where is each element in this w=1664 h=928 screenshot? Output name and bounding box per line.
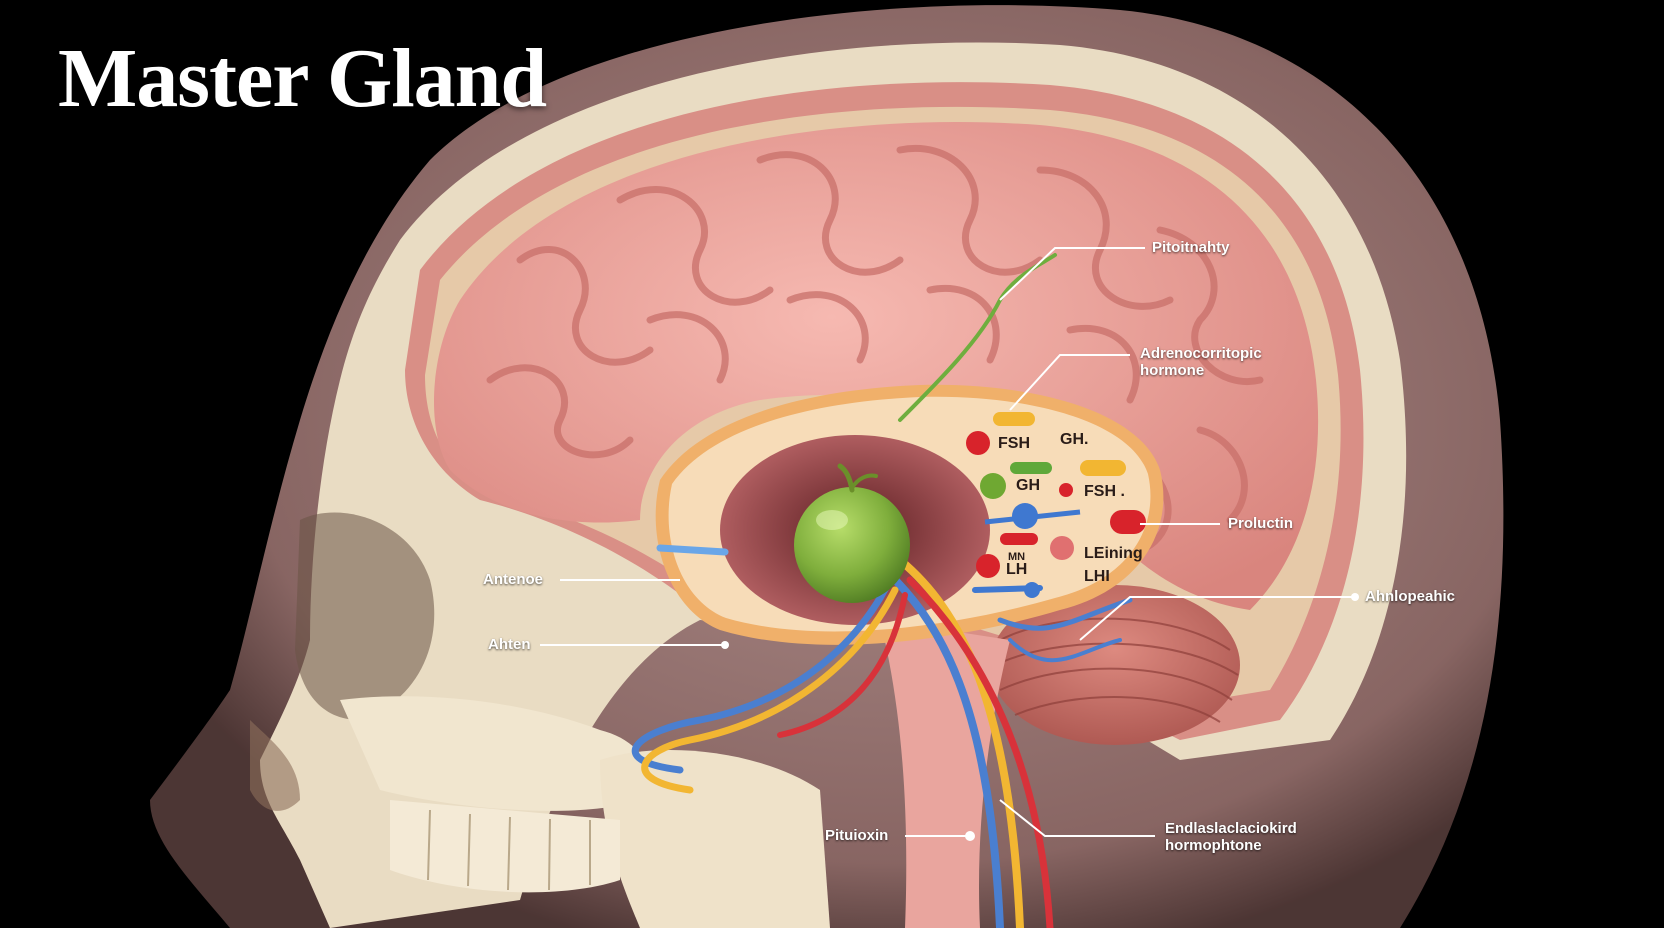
label-adrenocorticotropic: Adrenocorritopic hormone: [1140, 345, 1262, 379]
label-ahnlopeahic: Ahnlopeahic: [1365, 588, 1456, 605]
label-pituioxin: Pituioxin: [825, 827, 889, 844]
callout-leaders: [540, 247, 1355, 837]
label-anterior: Antenoe: [483, 571, 543, 588]
page-title: Master Gland: [58, 32, 547, 125]
callout-dots: [721, 593, 1359, 841]
hormone-markers: [966, 412, 1146, 598]
hormone-lh-2: LHI: [1084, 568, 1110, 585]
hormone-gh: GH.: [1060, 431, 1089, 448]
hormone-fsh: FSH: [998, 435, 1030, 452]
label-prolactin: Proluctin: [1228, 515, 1294, 532]
hormone-gh-2: GH: [1016, 477, 1040, 494]
label-pituitary: Pitoitnahty: [1152, 239, 1230, 256]
hormone-mn: MN: [1008, 551, 1026, 563]
label-endocrine: Endlaslaclaciokird hormophtone: [1165, 820, 1297, 854]
hormone-leining: LEining: [1084, 545, 1143, 562]
brain-stem: [880, 620, 1010, 928]
label-ahten: Ahten: [488, 636, 531, 653]
nerve-bundle: [631, 544, 1133, 928]
hormone-lh: LH: [1006, 561, 1028, 578]
hormone-fsh-2: FSH .: [1084, 483, 1125, 500]
